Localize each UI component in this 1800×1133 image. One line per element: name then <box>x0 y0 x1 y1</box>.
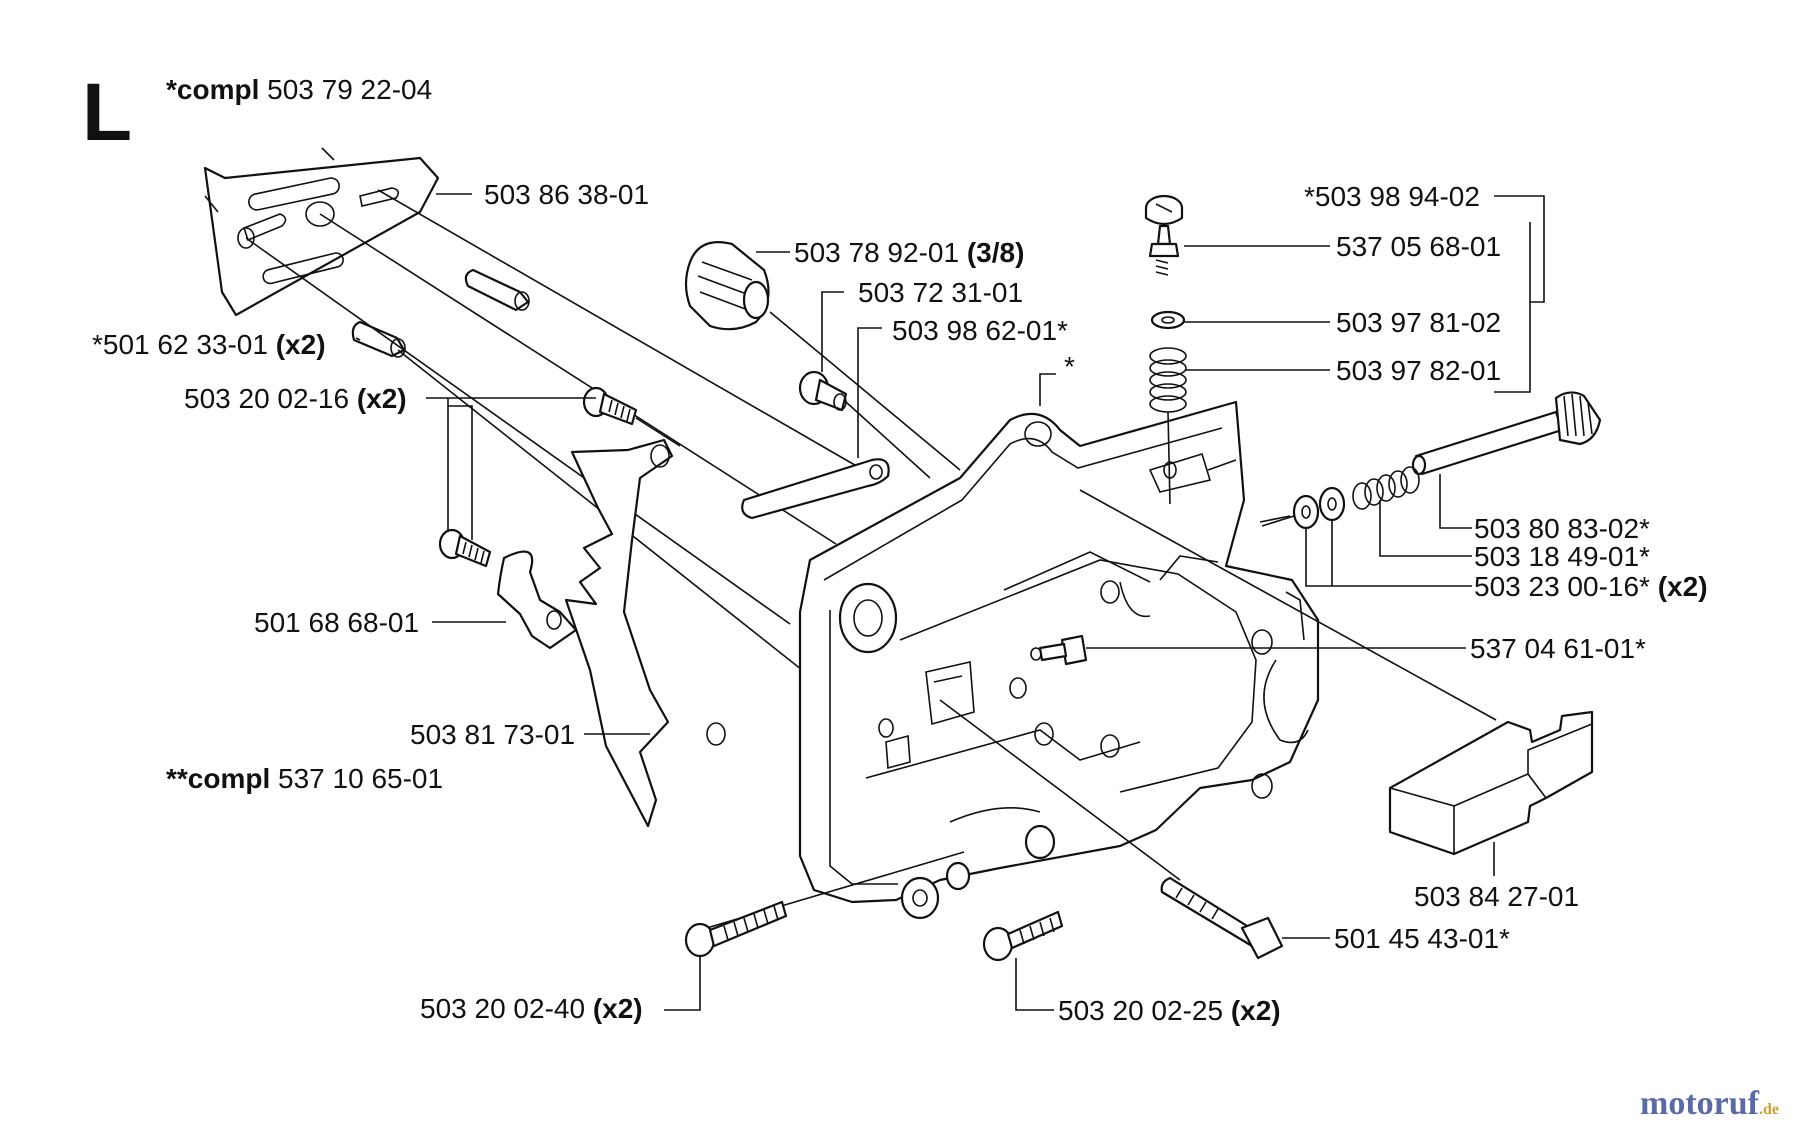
block-503-84-27-01 <box>1388 710 1594 856</box>
leader-lines <box>355 193 1545 1011</box>
bar-plate <box>203 147 440 317</box>
washers-503-23-00-16 <box>1292 486 1346 530</box>
bolt-501-45-43-01 <box>1160 876 1284 960</box>
peg-503-72-31-01 <box>798 370 848 412</box>
compl-top-label: *compl 503 79 22-04 <box>166 74 432 105</box>
part-label-p4: 501 68 68-01 <box>254 607 419 638</box>
oil-filler-plug <box>684 241 770 331</box>
bar-pin-upper <box>464 268 530 312</box>
part-label-p19: 501 45 43-01* <box>1334 923 1510 954</box>
part-label-p21: 503 20 02-25 (x2) <box>1058 995 1281 1026</box>
section-letter: L <box>82 67 132 158</box>
part-label-p15: 503 18 49-01* <box>1474 541 1650 572</box>
chain-guard-plate <box>564 438 726 828</box>
part-label-p13: 503 97 82-01 <box>1336 355 1501 386</box>
part-label-p5: 503 81 73-01 <box>410 719 575 750</box>
bar-pin-lower <box>351 320 406 358</box>
part-label-p16: 503 23 00-16* (x2) <box>1474 571 1708 602</box>
part-label-p9: * <box>1064 351 1075 382</box>
part-label-p14: 503 80 83-02* <box>1474 513 1650 544</box>
spring-503-97-82-01 <box>1149 347 1187 413</box>
part-label-p1: 503 86 38-01 <box>484 179 649 210</box>
screw-503-20-02-16-upper <box>582 386 638 426</box>
part-label-p7: 503 72 31-01 <box>858 277 1023 308</box>
bracket-501-68-68-01 <box>496 550 578 650</box>
pump-shaft <box>1411 391 1602 476</box>
part-label-p10: *503 98 94-02 <box>1304 181 1480 212</box>
bolt-503-20-02-40 <box>684 900 788 958</box>
part-label-p2: *501 62 33-01 (x2) <box>92 329 326 360</box>
part-label-p20: 503 20 02-40 (x2) <box>420 993 643 1024</box>
spring-503-18-49-01 <box>1352 466 1420 510</box>
part-label-p3: 503 20 02-16 (x2) <box>184 383 407 414</box>
part-label-p6: 503 78 92-01 (3/8) <box>794 237 1024 268</box>
part-label-p12: 503 97 81-02 <box>1336 307 1501 338</box>
screw-503-20-02-16-lower <box>438 528 492 568</box>
washer-503-97-81-02 <box>1150 310 1186 330</box>
part-label-p17: 537 04 61-01* <box>1470 633 1646 664</box>
adjust-screw-537-05-68-01 <box>1144 194 1184 276</box>
part-label-p11: 537 05 68-01 <box>1336 231 1501 262</box>
nozzle-537-04-61-01 <box>1030 634 1088 666</box>
part-label-p8: 503 98 62-01* <box>892 315 1068 346</box>
compl-bottom-label: **compl 537 10 65-01 <box>166 763 443 794</box>
part-label-p18: 503 84 27-01 <box>1414 881 1579 912</box>
watermark-logo: motoruf.de <box>1640 1085 1779 1122</box>
bolt-503-20-02-25 <box>982 910 1064 962</box>
slide-503-98-62-01 <box>741 458 890 520</box>
svg-text:motoruf.de: motoruf.de <box>1640 1085 1779 1122</box>
